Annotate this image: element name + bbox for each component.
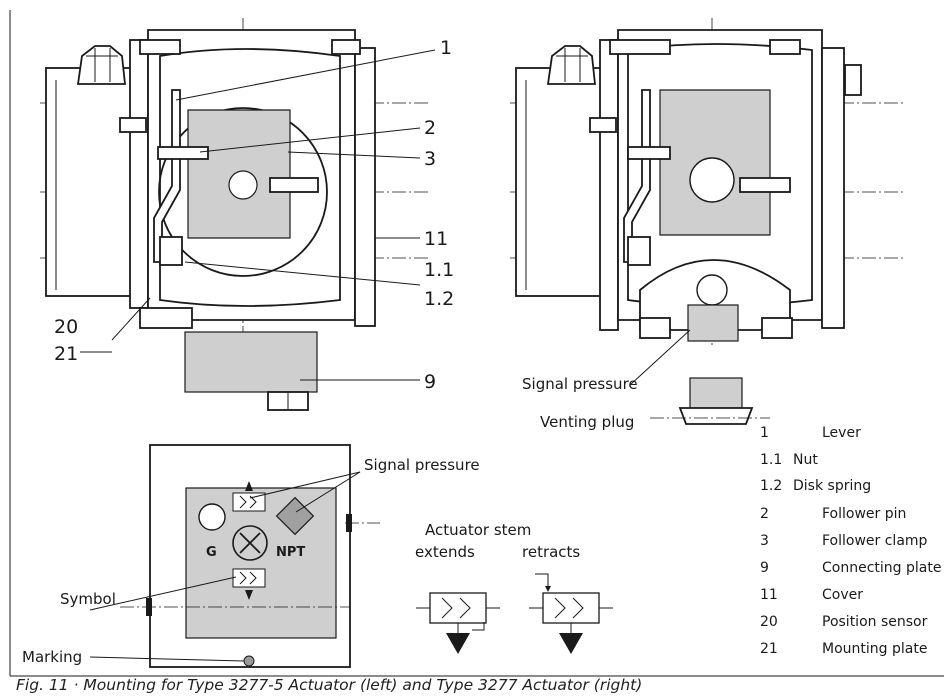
signal-pressure-label-right: Signal pressure [522,375,638,393]
legend-text-1: Nut [793,452,818,468]
extends-label: extends [415,543,475,561]
legend: 1 Lever 1.1 Nut 1.2 Disk spring 2 Follow… [760,425,941,657]
detail-panel-drawing [120,444,380,668]
g-port-label: G [206,545,217,560]
symbol-leader [89,576,237,611]
callout-1: 1 [440,37,452,59]
mounting-plate-shape [129,39,149,309]
legend-num-7: 20 [760,614,778,630]
signal-pressure-leader-b [249,471,361,499]
left-actuator-drawing [40,18,430,411]
venting-plug-label: Venting plug [540,413,634,431]
callout-20: 20 [54,316,78,338]
stem-opening-shape [158,107,328,277]
connecting-plate-shape [184,331,318,393]
right-actuator-drawing [510,18,905,425]
venting-plug-shape [689,377,743,409]
legend-text-3: Follower pin [822,506,906,522]
legend-text-7: Position sensor [822,614,928,630]
left-callout-lines [80,49,436,381]
callout-1-1: 1.1 [424,259,454,281]
legend-num-6: 11 [760,587,778,603]
legend-text-4: Follower clamp [822,533,928,549]
retracts-symbol [529,573,613,654]
callout-9: 9 [424,371,436,393]
legend-text-8: Mounting plate [822,641,927,657]
legend-num-8: 21 [760,641,778,657]
marking-leader [89,656,245,662]
legend-text-0: Lever [822,425,861,441]
knob-shape [76,45,127,85]
nut-shape [159,236,183,266]
position-sensor-shape [45,67,135,297]
retracts-label: retracts [522,543,580,561]
follower-pin-shape [157,146,209,160]
callout-11: 11 [424,228,448,250]
figure-caption: Fig. 11 · Mounting for Type 3277-5 Actua… [16,676,642,694]
legend-num-3: 2 [760,506,769,522]
callout-1-2: 1.2 [424,288,454,310]
callout-3: 3 [424,148,436,170]
legend-num-5: 9 [760,560,769,576]
signal-pressure-leader-right [629,329,691,386]
legend-num-1: 1.1 [760,452,782,468]
legend-text-6: Cover [822,587,863,603]
signal-pressure-leader-a [295,471,361,513]
signal-pressure-label-detail: Signal pressure [364,456,480,474]
legend-num-0: 1 [760,425,769,441]
legend-text-2: Disk spring [793,478,871,494]
callout-21: 21 [54,343,78,365]
legend-text-5: Connecting plate [822,560,941,576]
g-port-circle [198,503,226,531]
legend-num-4: 3 [760,533,769,549]
marking-label: Marking [22,648,82,666]
npt-port-label: NPT [276,545,305,560]
symbol-label: Symbol [60,590,116,608]
legend-num-2: 1.2 [760,478,782,494]
extends-symbol [416,592,500,654]
cover-shape [354,47,376,327]
actuator-stem-title: Actuator stem [425,521,531,539]
callout-2: 2 [424,117,436,139]
